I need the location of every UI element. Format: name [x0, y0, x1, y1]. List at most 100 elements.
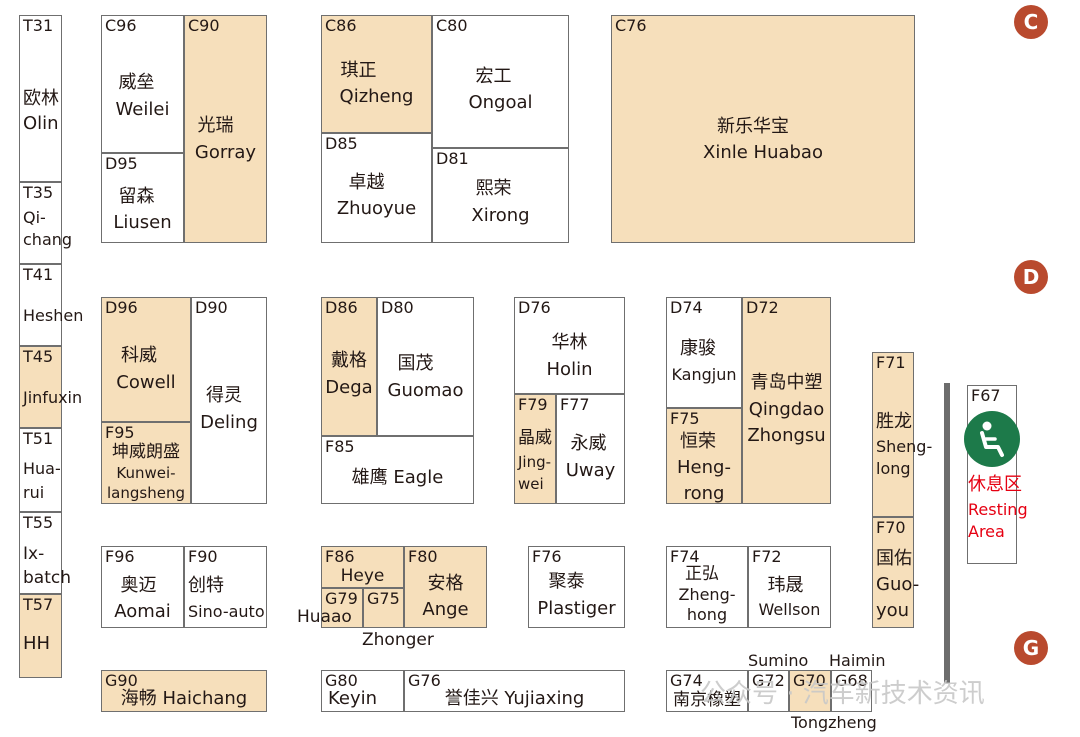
booth-name-cn: 华林	[551, 332, 588, 353]
booth-f74[interactable]: F74 正弘 Zheng- hong	[666, 546, 748, 628]
booth-name-en: Guomao	[387, 380, 464, 401]
booth-d80[interactable]: D80 国茂 Guomao	[377, 297, 474, 436]
booth-g76[interactable]: G76 誉佳兴 Yujiaxing	[404, 670, 625, 712]
booth-name-en: Hua-	[23, 459, 61, 478]
booth-f79[interactable]: F79 晶威 Jing- wei	[514, 394, 556, 504]
booth-code: F90	[188, 547, 218, 566]
booth-name-en: Sino-auto	[188, 602, 265, 621]
booth-d85[interactable]: D85 卓越 Zhuoyue	[321, 133, 432, 243]
booth-name-cn: 琪正	[340, 60, 377, 81]
booth-name-cn: 光瑞	[197, 115, 234, 136]
booth-f86[interactable]: F86 Heye	[321, 546, 404, 588]
booth-name-cn: 国佑	[876, 548, 912, 569]
booth-f72[interactable]: F72 玮晟 Wellson	[748, 546, 831, 628]
booth-name-en: Zheng-	[678, 585, 736, 604]
booth-c86[interactable]: C86 琪正 Qizheng	[321, 15, 432, 133]
booth-code: G79	[325, 589, 358, 608]
booth-g80[interactable]: G80 Keyin	[321, 670, 404, 712]
booth-name-en: Liusen	[113, 212, 172, 233]
booth-f90[interactable]: F90 创特 Sino-auto	[184, 546, 267, 628]
booth-name-cn: 熙荣	[475, 178, 512, 199]
booth-f96[interactable]: F96 奥迈 Aomai	[101, 546, 184, 628]
booth-code: G70	[793, 671, 826, 690]
booth-f70[interactable]: F70 国佑 Guo- you	[872, 517, 919, 628]
booth-code: G90	[105, 671, 138, 690]
booth-t31[interactable]: T31 欧林 Olin	[19, 15, 62, 182]
booth-f75[interactable]: F75 恒荣 Heng- rong	[666, 408, 742, 504]
booth-code: G74	[670, 671, 703, 690]
booth-g70[interactable]: G70	[789, 670, 831, 712]
booth-code: T55	[23, 513, 54, 532]
booth-name-cn: 欧林	[23, 88, 59, 109]
booth-d74[interactable]: D74 康骏 Kangjun	[666, 297, 742, 408]
booth-name-en: Zhuoyue	[336, 198, 417, 219]
zone-c-marker: C	[1014, 5, 1048, 39]
booth-name-en: Olin	[23, 113, 59, 134]
booth-name-en: HH	[23, 633, 51, 654]
booth-code: F70	[876, 518, 906, 537]
booth-name-g75: Zhonger	[362, 630, 434, 650]
booth-g72[interactable]: G72	[748, 670, 789, 712]
booth-code: T51	[23, 429, 54, 448]
booth-g90[interactable]: G90 海畅 Haichang	[101, 670, 267, 712]
booth-f95[interactable]: F95 坤威朗盛 Kunwei- langsheng	[101, 422, 191, 504]
booth-t51[interactable]: T51 Hua- rui	[19, 428, 62, 512]
booth-name-en: Deling	[200, 412, 258, 433]
booth-name-cn: 创特	[188, 575, 224, 596]
booth-f71[interactable]: F71 胜龙 Sheng- long	[872, 352, 932, 517]
booth-name-cn: 永威	[570, 433, 607, 454]
booth-name-en: Ix-	[23, 544, 45, 564]
booth-name-en: hong	[686, 605, 728, 624]
booth-code: F96	[105, 547, 135, 566]
booth-t45[interactable]: T45 Jinfuxin	[19, 346, 82, 428]
booth-t41[interactable]: T41 Heshen	[19, 264, 83, 346]
booth-f77[interactable]: F77 永威 Uway	[556, 394, 625, 504]
booth-code: T35	[23, 183, 54, 202]
booth-name-cn: 得灵	[206, 385, 242, 406]
booth-c96[interactable]: C96 威垒 Weilei	[101, 15, 184, 153]
booth-code: F74	[670, 547, 700, 566]
booth-d96[interactable]: D96 科威 Cowell	[101, 297, 191, 422]
booth-t57[interactable]: T57 HH	[19, 594, 62, 678]
booth-name-en: Xinle Huabao	[703, 142, 823, 163]
booth-name-en: Wellson	[758, 600, 821, 619]
booth-d95[interactable]: D95 留森 Liusen	[101, 153, 184, 243]
booth-name-cn: 南京橡塑	[673, 690, 741, 710]
booth-name-en: Aomai	[114, 601, 171, 622]
booth-d76[interactable]: D76 华林 Holin	[514, 297, 625, 394]
booth-name-en: Plastiger	[537, 598, 616, 619]
booth-t55[interactable]: T55 Ix- batch	[19, 512, 71, 594]
booth-f76[interactable]: F76 聚泰 Plastiger	[528, 546, 625, 628]
booth-d72[interactable]: D72 青岛中塑 Qingdao Zhongsu	[742, 297, 831, 504]
booth-g79[interactable]: G79	[321, 588, 363, 628]
booth-code: F75	[670, 409, 700, 428]
rest-area-label-cn: 休息区	[968, 474, 1022, 495]
booth-d81[interactable]: D81 熙荣 Xirong	[432, 148, 569, 243]
booth-code: F79	[518, 395, 548, 414]
booth-c90[interactable]: C90 光瑞 Gorray	[184, 15, 267, 243]
booth-code: C90	[188, 16, 220, 35]
booth-code: D81	[436, 149, 469, 168]
booth-g74[interactable]: G74 南京橡塑	[666, 670, 748, 712]
booth-code: F95	[105, 423, 135, 442]
booth-code: F80	[408, 547, 438, 566]
booth-code: G76	[408, 671, 441, 690]
booth-d86[interactable]: D86 戴格 Dega	[321, 297, 377, 436]
booth-name-cn: 宏工	[475, 66, 512, 87]
booth-c76[interactable]: C76 新乐华宝 Xinle Huabao	[611, 15, 915, 243]
booth-name-en: Jing-	[518, 453, 552, 471]
booth-f85[interactable]: F85 雄鹰 Eagle	[321, 436, 474, 504]
booth-g75[interactable]: G75	[363, 588, 404, 628]
booth-code: F76	[532, 547, 562, 566]
booth-code: D90	[195, 298, 228, 317]
booth-g68[interactable]: G68	[831, 670, 872, 712]
booth-d90[interactable]: D90 得灵 Deling	[191, 297, 267, 504]
booth-t35[interactable]: T35 Qi- chang	[19, 182, 72, 264]
booth-name-g68: Haimin	[829, 651, 886, 670]
booth-name-en: Qingdao	[748, 399, 825, 420]
booth-code: F86	[325, 547, 355, 566]
booth-name: 雄鹰 Eagle	[351, 467, 444, 488]
booth-f80[interactable]: F80 安格 Ange	[404, 546, 487, 628]
booth-name-en: Qizheng	[339, 86, 414, 107]
booth-c80[interactable]: C80 宏工 Ongoal	[432, 15, 569, 148]
